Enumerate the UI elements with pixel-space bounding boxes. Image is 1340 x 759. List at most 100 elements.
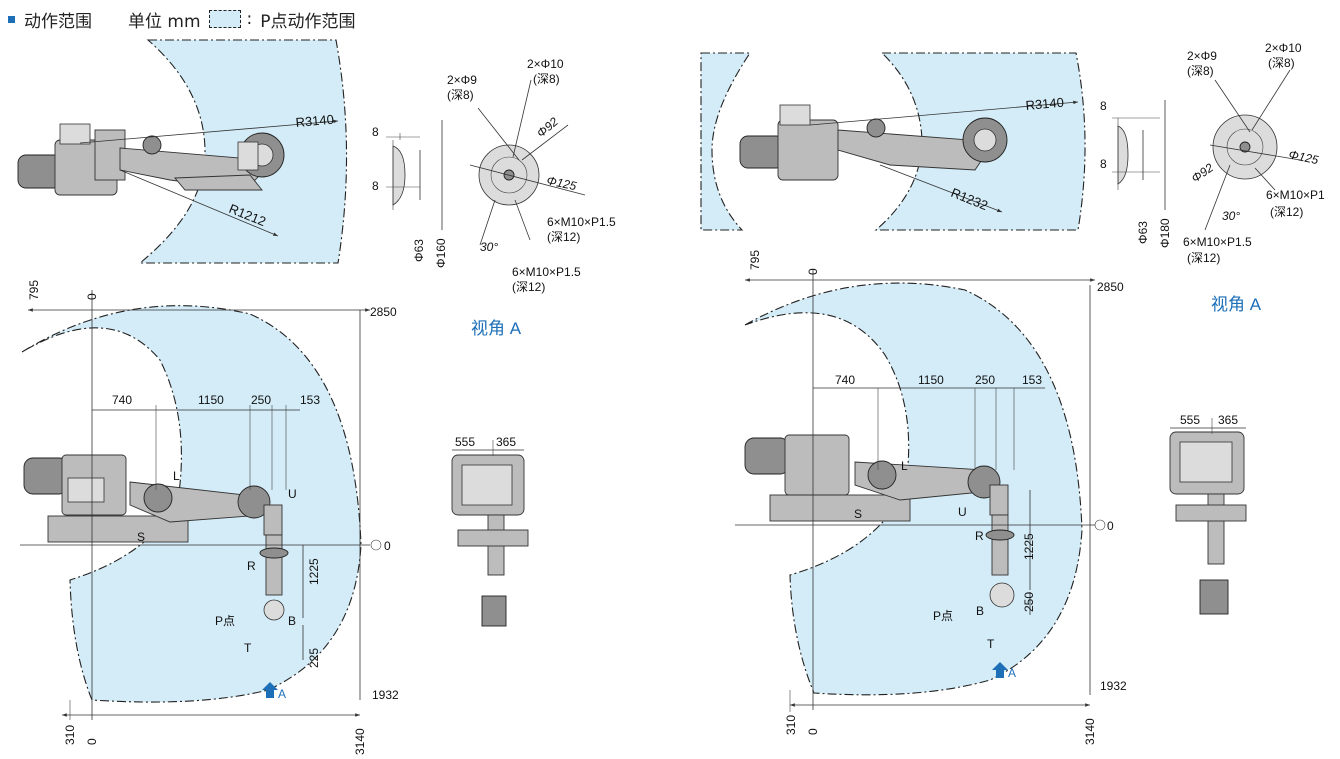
left-side-1932: 1932 [372,688,399,702]
left-side-axis-t: T [244,641,252,655]
right-side-robot [744,434,1015,608]
right-side-axis-s: S [854,507,862,521]
legend-title: 动作范围 [24,11,92,32]
left-side-axis-r: R [247,559,256,573]
left-flange-m10a: 6×M10×P1.5 [547,215,616,229]
right-side-0-bottom: 0 [806,728,820,735]
left-side-740: 740 [112,393,132,407]
legend-colon: : [246,9,253,29]
left-top-r1212-line [119,169,279,237]
left-front-view: 555 365 [451,435,529,627]
right-flange-phi9: 2×Φ9 [1187,49,1217,63]
left-side-arrow-a-icon [262,682,278,698]
left-top-robot [17,123,285,196]
left-side-axis-u: U [288,487,297,501]
left-side-310: 310 [63,725,77,745]
right-flange-m10b: 6×M10×P1.5 [1183,235,1252,249]
right-top-robot [739,104,1008,181]
right-flange-d63: Φ63 [1136,221,1150,244]
right-front-555: 555 [1180,413,1200,427]
right-side-axis-u: U [958,505,967,519]
left-side-axis-l: L [173,469,180,483]
right-side-axis-l: L [901,459,908,473]
left-flange-phi10: 2×Φ10 [527,57,564,71]
left-side-2850: 2850 [370,305,397,319]
left-front-555: 555 [455,435,475,449]
left-flange-d63: Φ63 [412,239,426,262]
left-top-view: R3140 R1212 [17,39,348,264]
left-side-1225: 1225 [307,558,321,585]
right-side-axis-b: B [976,604,984,618]
left-flange-8-top: 8 [372,125,379,139]
left-flange-pcd92: Φ92 [534,114,561,140]
right-side-p-point: P点 [933,609,953,623]
right-top-view: R3140 R1232 [700,52,1086,231]
right-top-work-zone-left [700,52,752,231]
legend-unit: 单位 mm [128,11,201,32]
legend-zone-swatch [208,10,241,28]
left-side-p-point: P点 [215,614,235,628]
right-flange-phi9-depth: (深8) [1187,64,1214,78]
left-side-0-bottom: 0 [85,738,99,745]
right-front-365: 365 [1218,413,1238,427]
left-side-225: 225 [307,648,321,668]
right-side-153: 153 [1022,373,1042,387]
left-flange-side: 8 8 Φ63 Φ160 [372,120,448,268]
right-side-arrow-a-label: A [1008,666,1016,680]
right-side-250: 250 [975,373,995,387]
right-side-3140: 3140 [1083,718,1097,745]
left-flange-m10b-depth: (深12) [512,280,545,294]
right-side-0-right: 0 [1107,519,1114,533]
left-flange-angle: 30° [480,240,498,254]
right-side-arrow-a-icon [992,662,1008,678]
right-flange-pcd92: Φ92 [1189,160,1216,185]
right-side-axis-t: T [987,637,995,651]
right-side-axis-r: R [975,529,984,543]
left-flange-face: 2×Φ9 (深8) 2×Φ10 (深8) Φ92 Φ125 30° 6×M10×… [447,57,616,294]
legend: 动作范围 单位 mm : P点动作范围 [8,6,356,32]
legend-bullet [8,15,15,23]
left-view-a-label: 视角 A [471,319,522,338]
right-side-1150: 1150 [918,373,944,387]
right-side-1225: 1225 [1022,533,1036,560]
right-flange-side: 8 8 Φ63 Φ180 [1100,99,1172,248]
right-flange-m10b-depth: (深12) [1187,251,1220,265]
left-flange-phi9: 2×Φ9 [447,73,477,87]
right-flange-pcd125: Φ125 [1287,147,1320,167]
left-side-arrow-a-label: A [278,687,286,701]
right-flange-face: 2×Φ9 (深8) 2×Φ10 (深8) Φ92 Φ125 30° 6×M10×… [1183,41,1325,265]
right-flange-m10a-depth: (深12) [1270,205,1303,219]
left-side-axis-s: S [137,530,145,544]
left-side-250: 250 [251,393,271,407]
left-side-795: 795 [27,280,41,300]
right-flange-8-top: 8 [1100,99,1107,113]
right-top-r3140-line [809,100,1079,126]
right-side-250-v: 250 [1022,592,1036,612]
right-flange-m10a: 6×M10×P1 [1266,188,1325,202]
left-side-153: 153 [300,393,320,407]
left-side-view: 795 0 2850 740 1150 250 153 0 1225 225 1… [20,280,399,755]
right-view-a-label: 视角 A [1211,295,1262,314]
right-flange-angle: 30° [1222,209,1240,223]
left-side-0-right: 0 [384,539,391,553]
right-flange-d180: Φ180 [1158,218,1172,248]
right-top-r1232-line [879,164,1003,213]
left-flange-m10a-depth: (深12) [547,230,580,244]
left-flange-m10b: 6×M10×P1.5 [512,265,581,279]
right-side-0-top: 0 [806,268,820,275]
right-flange-phi10-depth: (深8) [1268,56,1295,70]
left-top-r3140-label: R3140 [295,112,334,130]
legend-zone-label: P点动作范围 [260,11,356,32]
left-flange-8-bottom: 8 [372,179,379,193]
left-front-365: 365 [496,435,516,449]
left-flange-d160: Φ160 [434,238,448,268]
right-side-310: 310 [784,715,798,735]
left-side-1150: 1150 [198,393,224,407]
right-side-795: 795 [748,250,762,270]
right-flange-8-bottom: 8 [1100,157,1107,171]
left-top-r3140-line [79,119,339,144]
left-flange-phi9-depth: (深8) [447,88,474,102]
left-side-3140: 3140 [353,728,367,755]
right-side-view: 795 0 2850 740 1150 250 153 0 1225 250 1… [735,250,1127,745]
